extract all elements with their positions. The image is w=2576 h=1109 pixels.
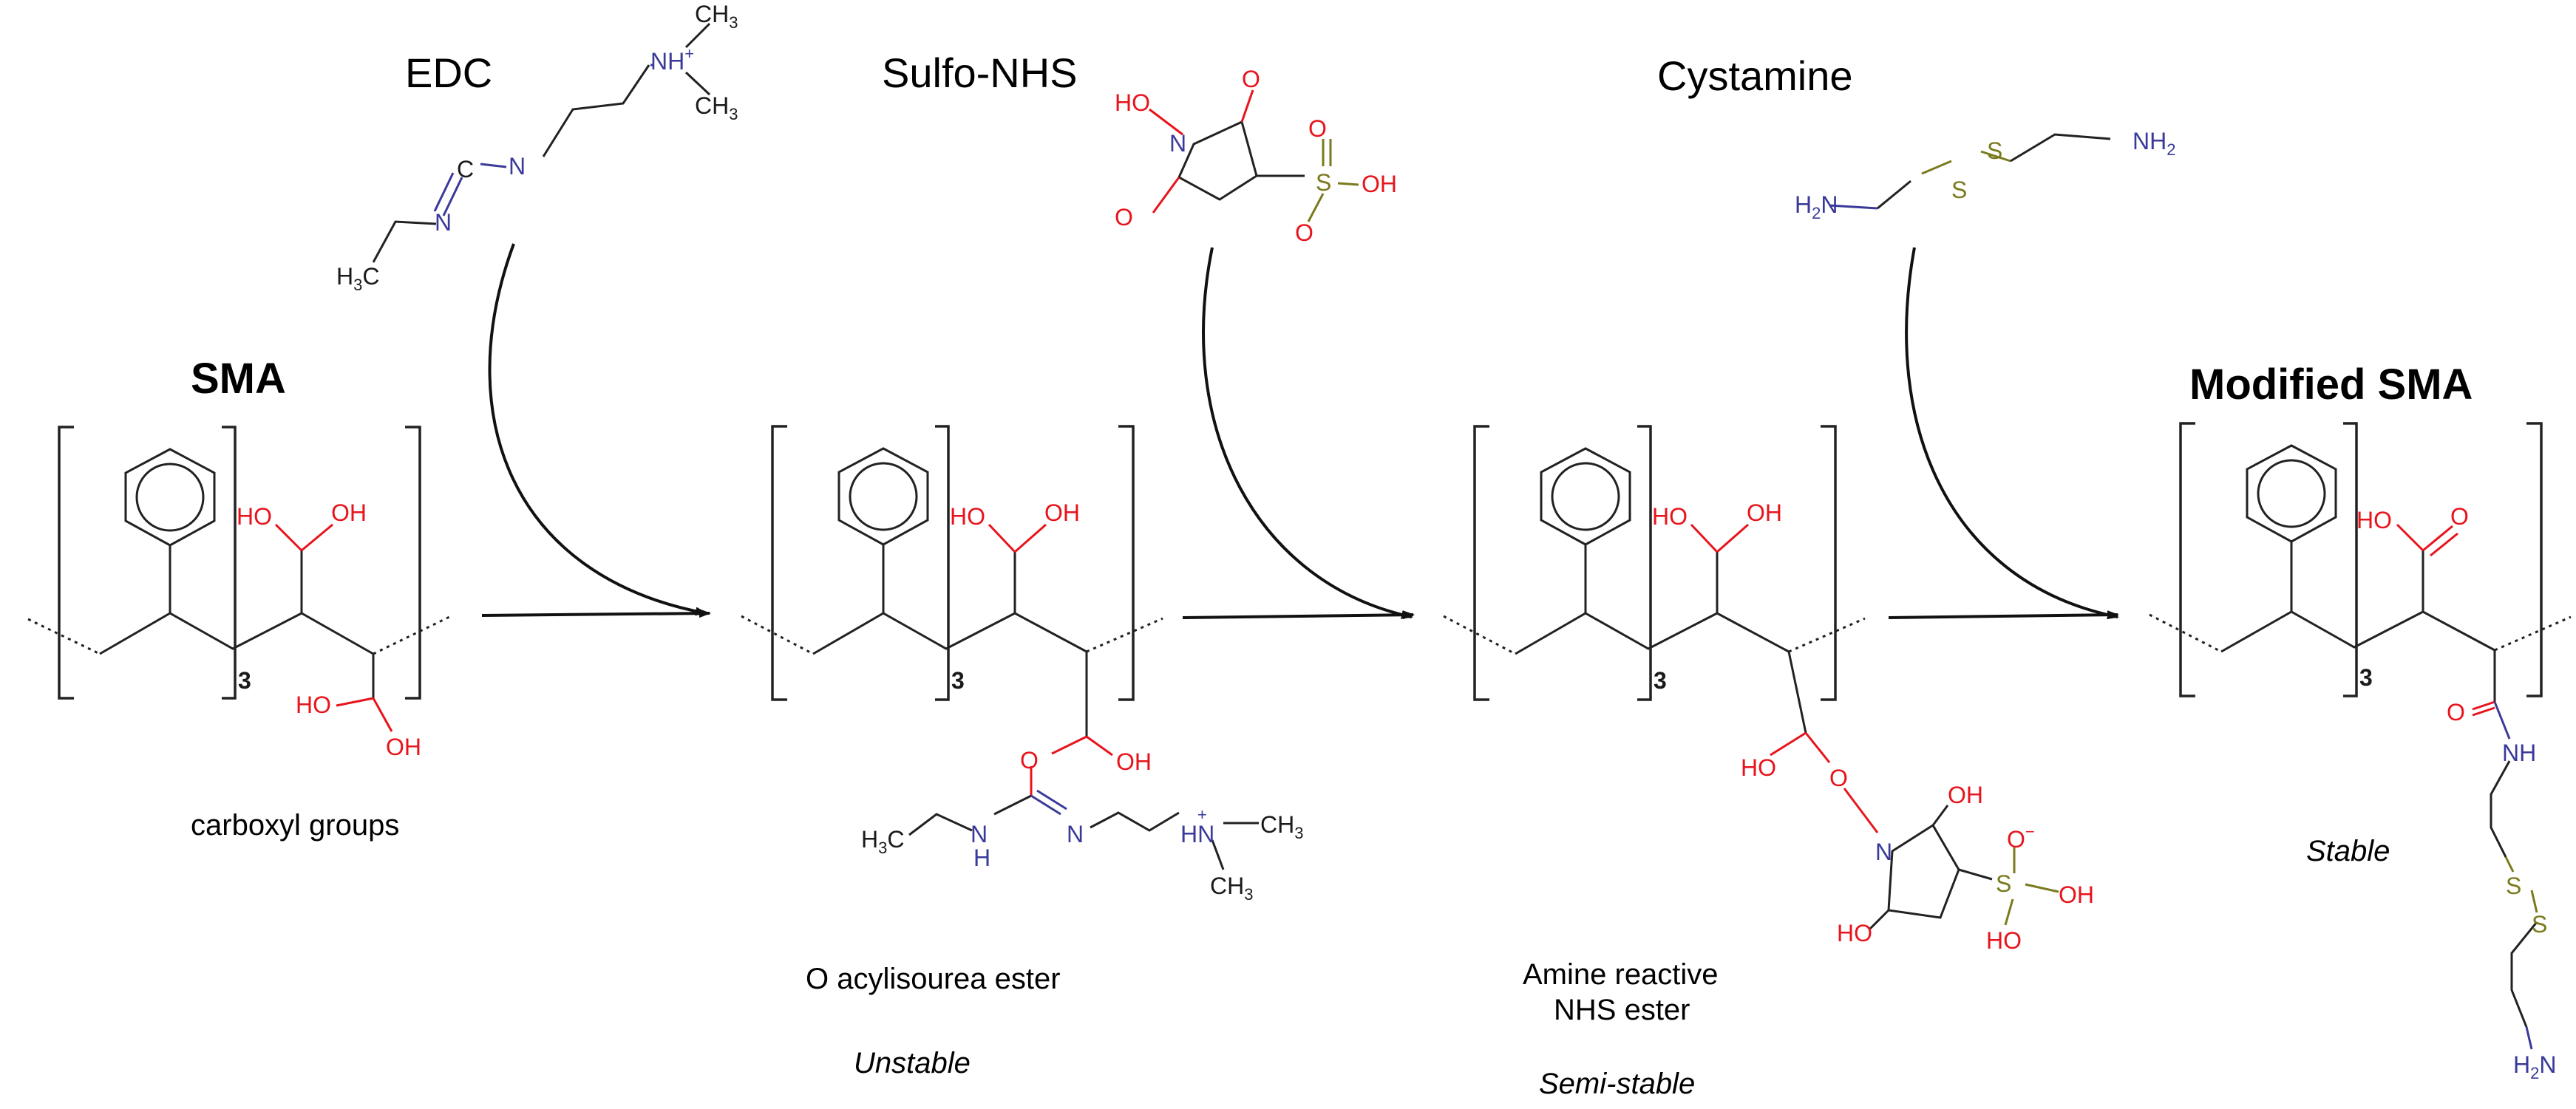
sma-structure: SMA HO OH HO OH 3 carboxyl groups <box>27 355 450 842</box>
atom-n: N <box>971 821 988 847</box>
atom-h3c: H3C <box>861 826 904 857</box>
curved-arrow-edc <box>488 243 707 616</box>
atom-ho: HO <box>1986 927 2022 954</box>
nhs-ester-structure: HO OH HO O N OH HO S O− OH HO 3 <box>1443 425 2094 954</box>
atom-oh: OH <box>1116 748 1152 775</box>
nhs-ester-stability: Semi-stable <box>1539 1068 1695 1100</box>
atom-nh2: NH2 <box>2132 128 2175 159</box>
sma-caption: carboxyl groups <box>191 809 399 842</box>
sulfo-nhs-structure: HO N O O S O O OH <box>1115 66 1397 246</box>
repeat-count: 3 <box>2359 664 2373 691</box>
edc-structure: H3C N C N NH+ CH3 CH3 <box>336 1 738 294</box>
reaction-arrow-3 <box>1888 610 2119 620</box>
atom-h2n: H2N <box>2513 1051 2556 1082</box>
atom-oh: OH <box>1747 499 1782 526</box>
atom-o: O <box>1242 66 1260 92</box>
atom-nh: NH <box>2502 740 2536 766</box>
reagent-label-edc: EDC <box>405 50 492 96</box>
repeat-count: 3 <box>951 667 965 694</box>
atom-o: O <box>2450 503 2469 530</box>
sma-title: SMA <box>191 355 286 403</box>
atom-nh: NH+ <box>650 44 694 75</box>
atom-n: N <box>1169 130 1186 157</box>
atom-s: S <box>2506 873 2521 899</box>
atom-o: O <box>1115 204 1133 231</box>
cystamine-structure: H2N S S NH2 <box>1795 128 2175 222</box>
atom-ch3: CH3 <box>695 92 738 123</box>
atom-s: S <box>1987 137 2002 164</box>
reagent-label-cystamine: Cystamine <box>1657 52 1853 99</box>
acylisourea-caption: O acylisourea ester <box>806 963 1061 995</box>
atom-ho: HO <box>1741 754 1776 781</box>
acylisourea-stability: Unstable <box>854 1047 971 1079</box>
nhs-ester-caption-line2: NHS ester <box>1554 994 1690 1026</box>
atom-ho: HO <box>237 503 272 530</box>
atom-o: O <box>1308 115 1327 142</box>
repeat-count: 3 <box>238 667 251 694</box>
atom-ho: HO <box>296 692 331 718</box>
atom-ho: HO <box>950 503 985 530</box>
atom-ch3: CH3 <box>695 1 738 32</box>
atom-o: O <box>1829 765 1848 791</box>
charge-plus: + <box>1197 805 1207 824</box>
atom-h3c: H3C <box>336 263 379 294</box>
atom-oh: OH <box>2059 881 2094 908</box>
modified-sma-structure: HO O O NH S S H2N 3 <box>2149 422 2572 1082</box>
reaction-arrow-2 <box>1182 610 1415 620</box>
atom-hn: HN <box>1180 821 1214 847</box>
atom-o: O <box>2447 699 2465 726</box>
repeat-count: 3 <box>1654 667 1667 694</box>
atom-o: O <box>1295 219 1314 246</box>
curved-arrow-sulfo-nhs <box>1202 247 1413 619</box>
atom-ho: HO <box>2356 507 2392 533</box>
atom-n: N <box>509 153 526 180</box>
atom-oh: OH <box>331 499 367 526</box>
atom-h: H <box>973 844 990 871</box>
atom-oh: OH <box>1044 499 1080 526</box>
reaction-arrows <box>481 243 2119 620</box>
atom-n: N <box>1875 839 1892 865</box>
modified-sma-title: Modified SMA <box>2189 361 2473 409</box>
atom-c: C <box>457 156 474 182</box>
atom-s: S <box>1316 169 1331 196</box>
reagent-label-sulfo-nhs: Sulfo-NHS <box>882 50 1078 96</box>
atom-o: O− <box>2007 822 2035 853</box>
atom-ch3: CH3 <box>1210 873 1253 904</box>
atom-ho: HO <box>1837 920 1872 946</box>
acylisourea-structure: HO OH O OH H3C N H N HN + CH3 CH3 3 <box>741 425 1303 904</box>
atom-n: N <box>1067 821 1084 847</box>
atom-h2n: H2N <box>1795 191 1838 222</box>
atom-oh: OH <box>386 734 421 760</box>
atom-o: O <box>1020 747 1039 774</box>
nhs-ester-caption-line1: Amine reactive <box>1523 958 1719 991</box>
atom-ch3: CH3 <box>1260 811 1303 842</box>
reaction-arrow-1 <box>481 609 711 618</box>
atom-oh: OH <box>1948 782 1983 808</box>
curved-arrow-cystamine <box>1905 247 2119 620</box>
atom-oh: OH <box>1362 171 1397 197</box>
atom-n: N <box>435 209 452 236</box>
atom-ho: HO <box>1115 89 1150 116</box>
atom-ho: HO <box>1652 503 1688 530</box>
atom-s: S <box>1996 870 2011 897</box>
modified-sma-stability: Stable <box>2306 835 2390 867</box>
atom-s: S <box>2532 911 2547 938</box>
atom-s: S <box>1951 177 1967 203</box>
